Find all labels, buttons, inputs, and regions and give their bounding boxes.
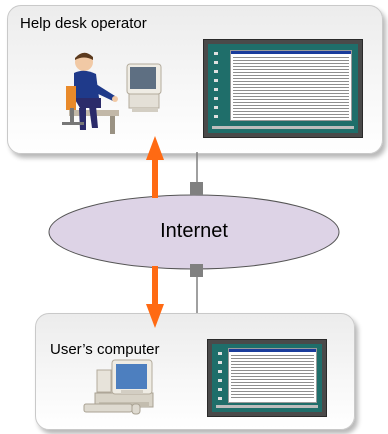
user-screen-screenshot bbox=[207, 339, 327, 417]
desktop-computer-icon bbox=[83, 359, 154, 415]
operator-panel-title: Help desk operator bbox=[20, 15, 147, 32]
person-at-computer-icon bbox=[62, 52, 162, 134]
internet-label: Internet bbox=[160, 220, 228, 242]
arrow-down bbox=[146, 266, 164, 328]
arrow-up bbox=[146, 136, 164, 198]
connector-node-bottom bbox=[190, 264, 203, 277]
connector-node-top bbox=[190, 182, 203, 195]
operator-screen-screenshot bbox=[203, 39, 363, 138]
user-computer-panel-title: User’s computer bbox=[50, 341, 160, 358]
